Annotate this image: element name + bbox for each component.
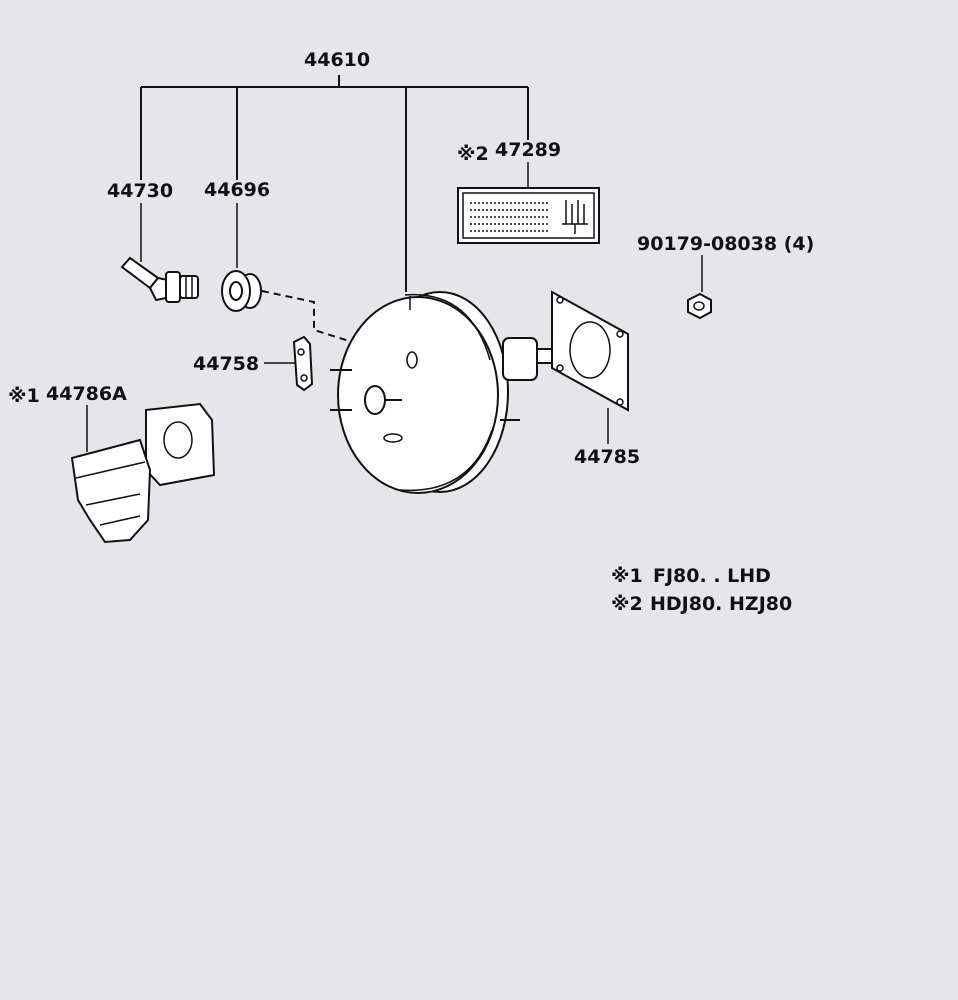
note-1-mark: ※1: [611, 565, 643, 587]
caution-plate-47289-part: [457, 187, 600, 244]
grommet-44696-part: [221, 270, 262, 312]
label-44786a: 44786A: [46, 383, 127, 405]
label-44730: 44730: [107, 180, 173, 202]
label-44696: 44696: [204, 179, 270, 201]
label-44758: 44758: [193, 353, 259, 375]
assembly-leader-lines: [86, 75, 703, 452]
brake-booster-body-part: [330, 291, 560, 494]
grommet-install-dashed-line: [261, 290, 411, 361]
notes-legend: ※1 FJ80. . LHD ※2 HDJ80. HZJ80: [611, 565, 792, 615]
note-2-text: HDJ80. HZJ80: [650, 593, 792, 615]
clevis-plate-44758-part: [292, 335, 314, 392]
hose-fitting-44730-part: [120, 256, 199, 303]
nut-90179-part: [687, 292, 712, 320]
label-90179-08038: 90179-08038 (4): [637, 233, 814, 255]
label-44786a-mark: ※1: [8, 385, 40, 407]
label-44785: 44785: [574, 446, 640, 468]
bracket-44786a-part: [70, 402, 216, 544]
label-47289-mark: ※2: [457, 143, 489, 165]
label-47289: 47289: [495, 139, 561, 161]
note-1-text: FJ80. . LHD: [653, 565, 771, 587]
note-2-mark: ※2: [611, 593, 643, 615]
gasket-44785-part: [551, 290, 629, 412]
label-44610: 44610: [304, 49, 370, 71]
